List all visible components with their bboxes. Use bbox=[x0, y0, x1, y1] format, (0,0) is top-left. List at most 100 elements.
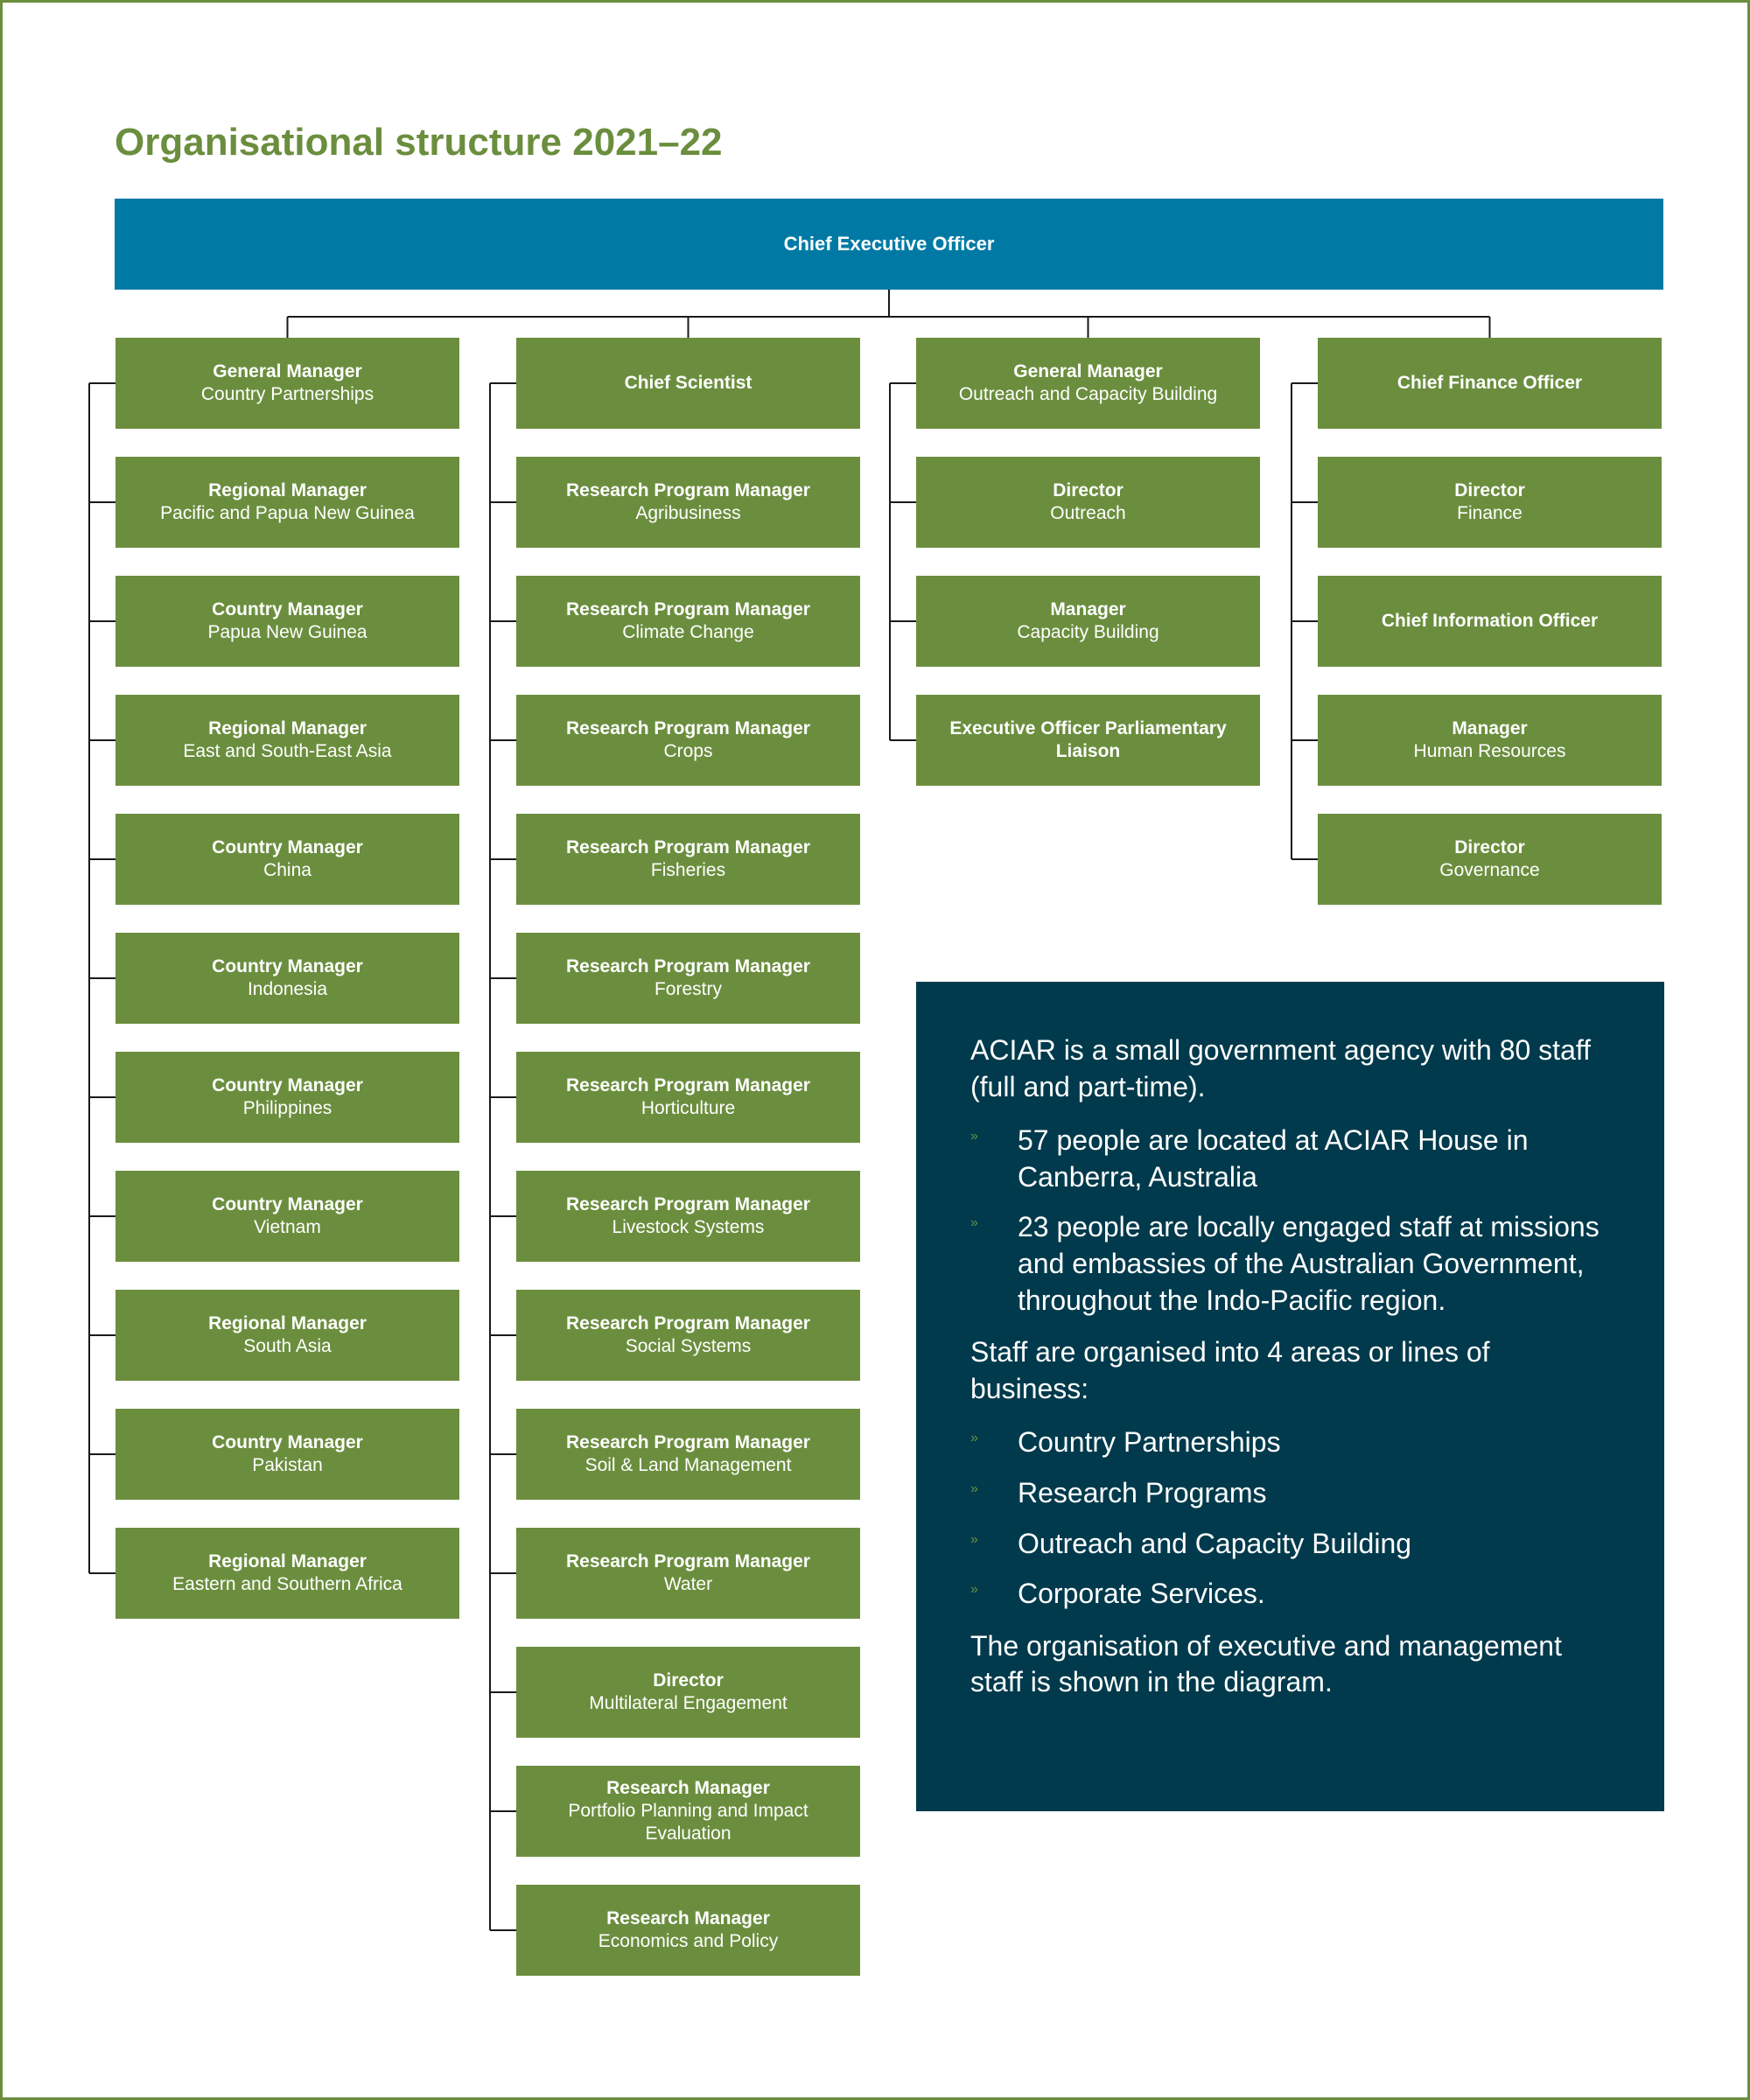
role-box-subtitle: Capacity Building bbox=[1017, 622, 1159, 642]
role-box-subtitle: East and South-East Asia bbox=[183, 741, 392, 761]
role-box-subtitle: Economics and Policy bbox=[598, 1931, 779, 1951]
info-area-item: »Country Partnerships bbox=[970, 1426, 1281, 1459]
role-box-title: Executive Officer Parliamentary Liaison bbox=[949, 718, 1227, 761]
role-box-subtitle: Finance bbox=[1457, 503, 1522, 523]
role-box-subtitle: Indonesia bbox=[247, 979, 328, 999]
chevron-bullet-icon: » bbox=[970, 1431, 978, 1446]
role-box-title: Director bbox=[1454, 480, 1525, 500]
role-box-subtitle: Pakistan bbox=[252, 1455, 323, 1475]
info-panel: ACIAR is a small government agency with … bbox=[916, 982, 1664, 1811]
column-head-box-title: General Manager bbox=[1013, 360, 1163, 382]
role-box-subtitle: China bbox=[263, 860, 312, 880]
column-head-box: Chief Scientist bbox=[516, 338, 860, 429]
role-box-subtitle: Horticulture bbox=[640, 1098, 736, 1118]
role-box-title: Research Program Manager bbox=[566, 1432, 810, 1452]
role-box-subtitle: Forestry bbox=[654, 979, 722, 999]
role-box-subtitle: Crops bbox=[663, 741, 713, 761]
role-box-subtitle: Fisheries bbox=[650, 860, 726, 880]
role-box-subtitle: Vietnam bbox=[254, 1217, 321, 1237]
role-box-title: Research Program Manager bbox=[566, 718, 810, 738]
role-box-subtitle: Papua New Guinea bbox=[207, 622, 368, 642]
column-head-box-title: Chief Scientist bbox=[624, 372, 752, 393]
page-title: Organisational structure 2021–22 bbox=[115, 121, 723, 164]
info-areas-intro: Staff are organised into 4 areas or line… bbox=[970, 1336, 1490, 1404]
role-box-title: Country Manager bbox=[212, 1194, 363, 1214]
role-box-title: Country Manager bbox=[212, 1432, 363, 1452]
role-box-title: Country Manager bbox=[212, 598, 363, 620]
role-box-subtitle: Soil & Land Management bbox=[584, 1455, 792, 1475]
info-area-item: »Outreach and Capacity Building bbox=[970, 1527, 1412, 1559]
role-box-title: Research Program Manager bbox=[566, 598, 810, 620]
role-box-subtitle: Portfolio Planning and Impact Evaluation bbox=[568, 1800, 808, 1844]
role-box-title: Director bbox=[1454, 836, 1525, 858]
role-box-title: Regional Manager bbox=[208, 1312, 367, 1334]
column-head-box-subtitle: Outreach and Capacity Building bbox=[958, 384, 1218, 404]
role-box-subtitle: Agribusiness bbox=[635, 503, 741, 523]
role-box-subtitle: Livestock Systems bbox=[612, 1217, 765, 1237]
role-box: Chief Information Officer bbox=[1318, 576, 1662, 667]
role-box-title: Regional Manager bbox=[208, 480, 367, 500]
role-box-subtitle: South Asia bbox=[243, 1336, 332, 1356]
role-box-subtitle: Governance bbox=[1439, 860, 1540, 880]
ceo-box: Chief Executive Officer bbox=[115, 199, 1663, 290]
info-intro: ACIAR is a small government agency with … bbox=[970, 1034, 1592, 1102]
info-area-item: »Research Programs bbox=[970, 1476, 1267, 1508]
role-box-title: Director bbox=[653, 1670, 724, 1690]
role-box-subtitle: Philippines bbox=[242, 1098, 332, 1118]
role-box-title: Research Program Manager bbox=[566, 956, 810, 976]
role-box-title: Country Manager bbox=[212, 956, 363, 976]
chevron-bullet-icon: » bbox=[970, 1531, 978, 1547]
role-box-subtitle: Climate Change bbox=[622, 622, 754, 642]
role-box-title: Regional Manager bbox=[208, 718, 367, 738]
role-box: Executive Officer Parliamentary Liaison bbox=[916, 695, 1260, 786]
role-box-title: Research Manager bbox=[606, 1908, 770, 1928]
role-box-subtitle: Multilateral Engagement bbox=[589, 1693, 788, 1713]
role-box-subtitle: Pacific and Papua New Guinea bbox=[160, 503, 415, 523]
chevron-bullet-icon: » bbox=[970, 1582, 978, 1598]
role-box-title: Regional Manager bbox=[208, 1550, 367, 1572]
info-areas-list: »Country Partnerships »Research Programs… bbox=[970, 1424, 1612, 1612]
info-area-item: »Corporate Services. bbox=[970, 1578, 1265, 1610]
role-box-title: Manager bbox=[1050, 598, 1126, 620]
role-box-title: Research Manager bbox=[606, 1777, 770, 1798]
chevron-bullet-icon: » bbox=[970, 1129, 978, 1144]
role-box-subtitle: Social Systems bbox=[625, 1336, 752, 1356]
column-head-box: Chief Finance Officer bbox=[1318, 338, 1662, 429]
info-location-item: »23 people are locally engaged staff at … bbox=[970, 1211, 1600, 1316]
role-box-title: Country Manager bbox=[212, 836, 363, 858]
role-box-subtitle: Eastern and Southern Africa bbox=[172, 1574, 402, 1594]
role-box-title: Director bbox=[1053, 480, 1124, 500]
info-outro: The organisation of executive and manage… bbox=[970, 1629, 1562, 1698]
role-box-title: Research Program Manager bbox=[566, 836, 810, 858]
role-box-subtitle: Water bbox=[663, 1574, 713, 1594]
role-box-title: Manager bbox=[1452, 718, 1528, 738]
chevron-bullet-icon: » bbox=[970, 1215, 978, 1231]
role-box-title: Research Program Manager bbox=[566, 480, 810, 500]
info-locations-list: »57 people are located at ACIAR House in… bbox=[970, 1123, 1612, 1319]
info-location-item: »57 people are located at ACIAR House in… bbox=[970, 1124, 1529, 1193]
